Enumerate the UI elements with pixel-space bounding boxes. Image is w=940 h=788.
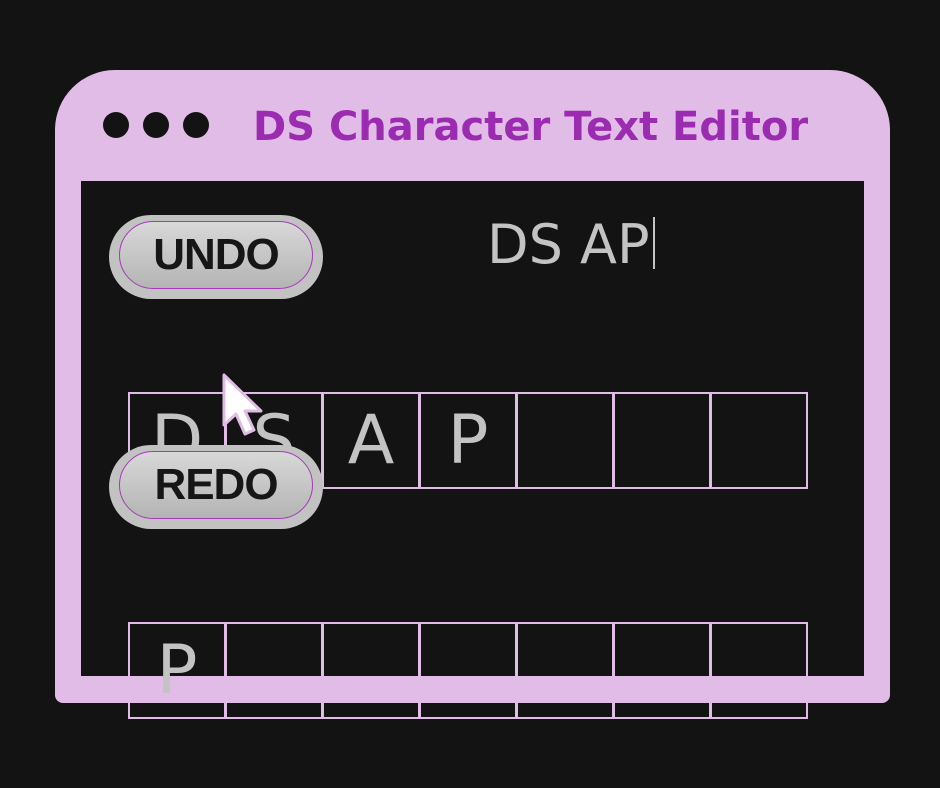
undo-stack-cell xyxy=(710,392,808,489)
redo-stack-row: P xyxy=(128,622,813,719)
text-field-value: DS AP xyxy=(487,213,650,276)
window-dot-icon[interactable] xyxy=(183,112,209,138)
text-caret xyxy=(652,217,655,269)
undo-button[interactable]: UNDO xyxy=(109,215,323,299)
redo-button-label: REDO xyxy=(119,451,313,519)
editor-content: UNDO DS AP D S A P REDO P xyxy=(81,181,864,719)
undo-stack-cell: A xyxy=(322,392,420,489)
undo-stack-cell: P xyxy=(419,392,517,489)
redo-stack-cell xyxy=(516,622,614,719)
editor-window: DS Character Text Editor UNDO DS AP D S … xyxy=(55,70,890,719)
redo-stack-cell xyxy=(613,622,711,719)
redo-stack-cell xyxy=(225,622,323,719)
window-title: DS Character Text Editor xyxy=(253,104,809,150)
redo-stack-cell xyxy=(419,622,517,719)
undo-stack-cell xyxy=(516,392,614,489)
redo-stack-cell xyxy=(710,622,808,719)
undo-button-label: UNDO xyxy=(119,221,313,289)
window-dot-icon[interactable] xyxy=(103,112,129,138)
undo-stack-cell xyxy=(613,392,711,489)
redo-button[interactable]: REDO xyxy=(109,445,323,529)
redo-stack-cell xyxy=(322,622,420,719)
title-bar: DS Character Text Editor xyxy=(55,70,890,180)
text-field[interactable]: DS AP xyxy=(487,209,655,281)
mouse-pointer-icon xyxy=(222,373,263,436)
redo-stack-cell: P xyxy=(128,622,226,719)
window-dot-icon[interactable] xyxy=(143,112,169,138)
